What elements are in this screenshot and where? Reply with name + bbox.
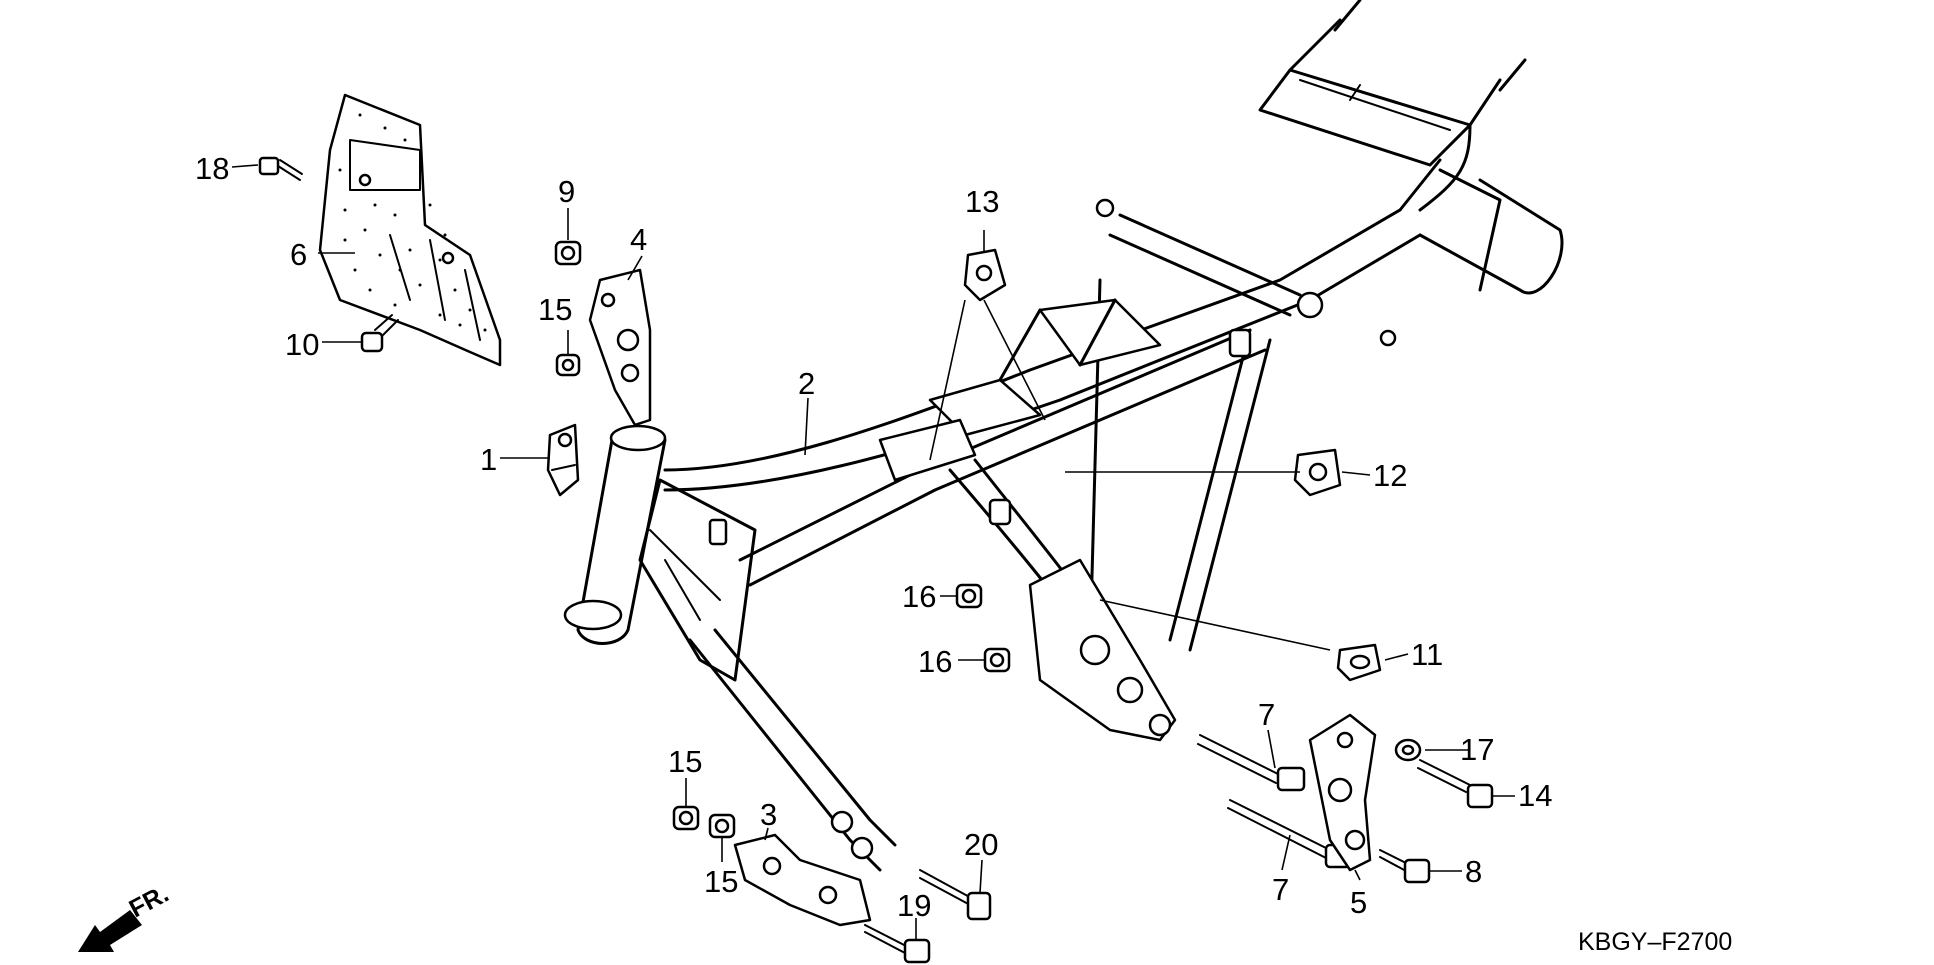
callout-11: 11: [1411, 637, 1443, 672]
callout-6: 6: [290, 237, 307, 272]
callout-1: 1: [480, 442, 497, 477]
callout-3: 3: [760, 797, 777, 832]
bolt-20: [919, 869, 992, 921]
clip-13: [963, 248, 1007, 302]
washer-17: [1394, 738, 1422, 762]
clamp-1: [546, 423, 580, 497]
clip-11: [1336, 643, 1382, 682]
callout-12: 12: [1373, 458, 1407, 493]
engine-hanger-5: [1308, 713, 1377, 872]
bolt-14: [1417, 759, 1494, 809]
clip-12: [1293, 448, 1342, 497]
callout-13: 13: [965, 184, 999, 219]
nut-15-lower-right: [708, 813, 736, 839]
callout-15-lower: 15: [704, 864, 738, 899]
callout-15-mid: 15: [668, 744, 702, 779]
callout-5: 5: [1350, 885, 1367, 920]
callout-15-upper: 15: [538, 292, 572, 327]
engine-hanger-3: [733, 833, 872, 927]
nut-16-upper: [955, 583, 983, 609]
engine-hanger-4: [588, 268, 652, 427]
leader-lines: [231, 164, 1515, 940]
callout-8: 8: [1465, 854, 1482, 889]
callout-16-upper: 16: [902, 579, 936, 614]
nut-15-lower-left: [672, 805, 700, 831]
bolt-19: [864, 924, 931, 964]
callout-9: 9: [558, 174, 575, 209]
callout-2: 2: [798, 366, 815, 401]
bolt-10: [360, 314, 399, 353]
bolt-7-upper: [1197, 734, 1306, 792]
front-direction-arrow: FR.: [78, 880, 173, 952]
callout-19: 19: [897, 888, 931, 923]
arrow-icon: [78, 910, 142, 952]
callout-18: 18: [195, 151, 229, 186]
nut-15-upper: [555, 353, 581, 377]
callout-17: 17: [1460, 732, 1494, 767]
callout-7-lower: 7: [1272, 872, 1289, 907]
bolt-18: [258, 156, 303, 181]
callout-7-upper: 7: [1258, 697, 1275, 732]
main-frame-body: [563, 0, 1564, 872]
callout-14: 14: [1518, 778, 1552, 813]
diagram-code: KBGY–F2700: [1578, 928, 1732, 956]
heat-guard-plate: [318, 93, 502, 367]
nut-16-lower: [983, 647, 1011, 673]
callout-20: 20: [964, 827, 998, 862]
callout-16-lower: 16: [918, 644, 952, 679]
callout-10: 10: [285, 327, 319, 362]
bolt-8: [1379, 849, 1431, 884]
nut-9: [554, 240, 582, 266]
callout-4: 4: [630, 222, 647, 257]
callout-labels: 18 6 10 9 4 15 1 2 13 12 11 16 16 15 3 1…: [195, 151, 1552, 923]
